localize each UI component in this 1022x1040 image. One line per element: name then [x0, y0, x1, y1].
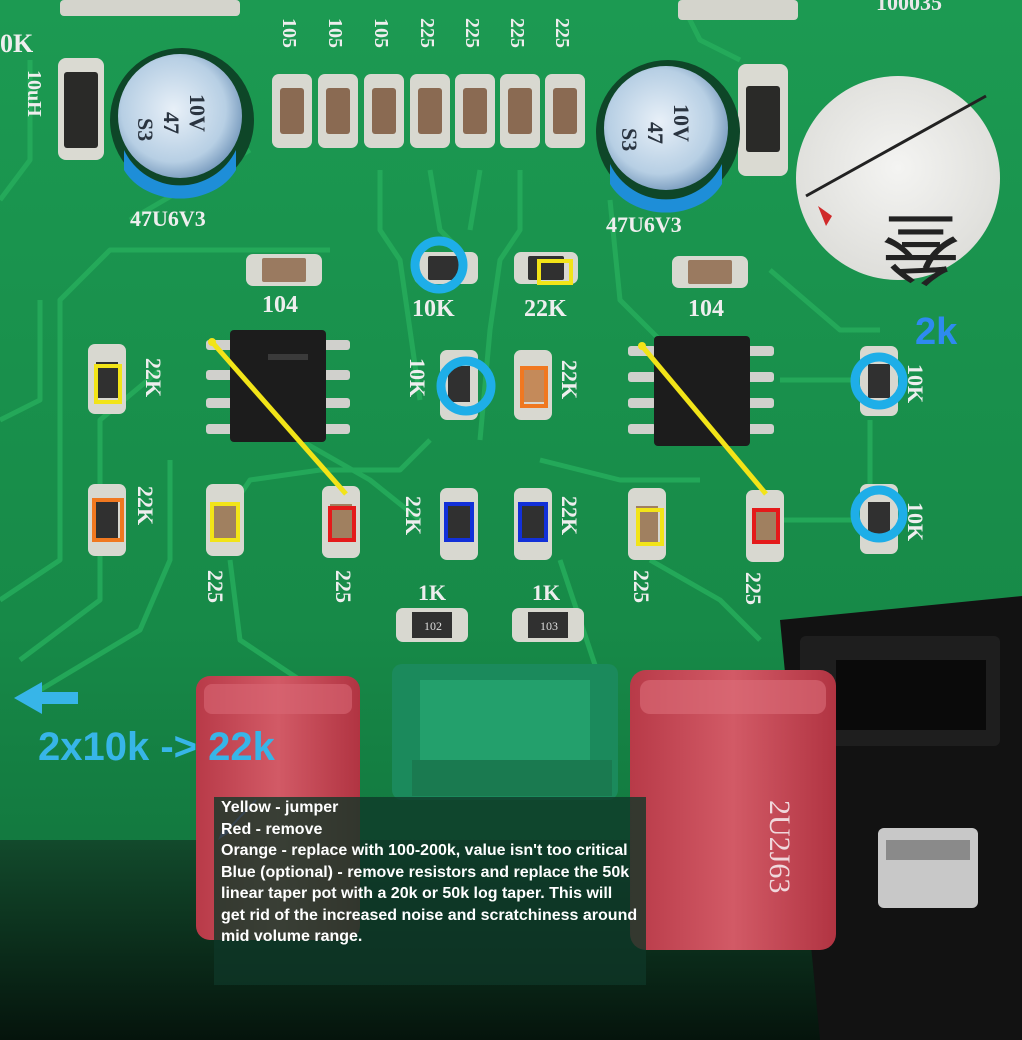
label-2x10k-to-22k: 2x10k -> 22k [38, 725, 275, 769]
left-arrow-icon [14, 682, 78, 714]
marker-circle-group [410, 236, 908, 543]
cap-225-a-label: 225 [203, 570, 228, 603]
top-cap-label-1: 105 [278, 18, 300, 48]
top-cap-label-4: 225 [416, 18, 438, 48]
resistor-1k-right-label: 1K [532, 580, 560, 605]
cap-right-mark-3: 10V [669, 104, 694, 142]
resistor-1k-left-label: 1K [418, 580, 446, 605]
resistor-22k-right-b-label: 22K [557, 496, 582, 535]
marker-yellow-group [94, 259, 664, 546]
cap-104-right-label: 104 [688, 296, 724, 322]
cap-right-silkscreen: 47U6V3 [606, 212, 682, 237]
marker-circle-4 [850, 485, 908, 543]
resistor-1k-left-mark: 102 [424, 619, 442, 633]
marker-circle-1 [410, 236, 468, 294]
marker-red-1 [328, 506, 356, 542]
resistor-22k-left-a-label: 22K [141, 358, 166, 397]
resistor-10k-mid-label: 10K [405, 358, 430, 397]
resistor-22k-mid-label: 22K [557, 360, 582, 399]
cap-104-left: 104 [246, 254, 322, 318]
top-edge-part-right [678, 0, 798, 20]
inductor-label: 10uH [23, 70, 45, 117]
top-cap-label-6: 225 [506, 18, 528, 48]
inductor-10uh: 10uH [23, 58, 104, 160]
marker-orange-group [92, 366, 548, 542]
sticker: 叁 [796, 76, 1000, 290]
top-cap-label-7: 225 [551, 18, 573, 48]
top-cap-label-5: 225 [461, 18, 483, 48]
marker-red-2 [752, 508, 780, 544]
film-cap-right: 2U2J63 [630, 670, 836, 950]
note-yellow: Yellow - jumper [221, 799, 339, 816]
opamp-ic-right [628, 336, 774, 446]
resistor-1k-right-mark: 103 [540, 619, 558, 633]
resistor-1k-left: 1K 102 [396, 580, 468, 642]
resistor-22k-top-label: 22K [524, 296, 567, 322]
audio-jack [780, 596, 1022, 1040]
note-blue: Blue (optional) - remove resistors and r… [221, 863, 638, 946]
marker-orange-1 [520, 366, 548, 408]
note-red: Red - remove [221, 820, 323, 838]
marker-circle-2 [436, 356, 496, 416]
cap-225-b-label: 225 [331, 570, 356, 603]
resistor-22k-left-b-label: 22K [133, 486, 158, 525]
resistor-10k-top-label: 10K [412, 296, 455, 322]
electrolytic-cap-right: S3 47 10V 47U6V3 [596, 60, 740, 237]
marker-circle-3 [850, 352, 908, 410]
notes-box: Yellow - jumper Red - remove Orange - re… [214, 797, 646, 985]
resistor-10k-right-b-label: 10K [903, 502, 928, 541]
jumper-dot-left [208, 338, 216, 346]
cap-225-c-label: 225 [629, 570, 654, 603]
potentiometer [392, 664, 618, 800]
film-cap-label: 2U2J63 [763, 800, 796, 893]
jumper-line-left [210, 340, 348, 496]
marker-blue-1 [444, 502, 474, 542]
resistor-22k-left-c-label: 22K [401, 496, 426, 535]
cap-104-right: 104 [672, 256, 748, 322]
cap-left-mark-3: 10V [185, 94, 210, 132]
marker-yellow-1 [537, 259, 573, 285]
marker-orange-2 [92, 498, 124, 542]
sticker-character: 叁 [882, 203, 960, 290]
cap-left-silkscreen: 47U6V3 [130, 206, 206, 231]
cap-right-mark-1: S3 [617, 128, 642, 151]
cap-225-d-label: 225 [741, 572, 766, 605]
top-edge-part-left [60, 0, 240, 16]
cap-right-mark-2: 47 [643, 122, 668, 144]
jumper-dot-right [638, 342, 646, 350]
marker-red-group [328, 506, 780, 544]
cap-104-left-label: 104 [262, 292, 298, 318]
marker-blue-group [444, 502, 548, 542]
label-2k: 2k [915, 311, 958, 353]
cap-left-mark-1: S3 [133, 118, 158, 141]
marker-blue-2 [518, 502, 548, 542]
note-orange: Orange - replace with 100-200k, value is… [221, 842, 628, 859]
inductor-right [738, 64, 788, 176]
top-caps-row: 105 105 105 225 225 225 225 [272, 18, 585, 148]
top-right-silkscreen: 100035 [876, 0, 942, 15]
top-cap-label-3: 105 [370, 18, 392, 48]
marker-yellow-2 [94, 364, 122, 404]
electrolytic-cap-left: S3 47 10V 47U6V3 [110, 48, 254, 231]
resistor-1k-right: 1K 103 [512, 580, 584, 642]
top-cap-label-2: 105 [324, 18, 346, 48]
marker-yellow-4 [636, 508, 664, 546]
cap-left-mark-2: 47 [159, 112, 184, 134]
left-edge-silkscreen: 0K [0, 29, 34, 58]
jumper-line-right [640, 344, 768, 496]
marker-yellow-3 [210, 502, 240, 542]
